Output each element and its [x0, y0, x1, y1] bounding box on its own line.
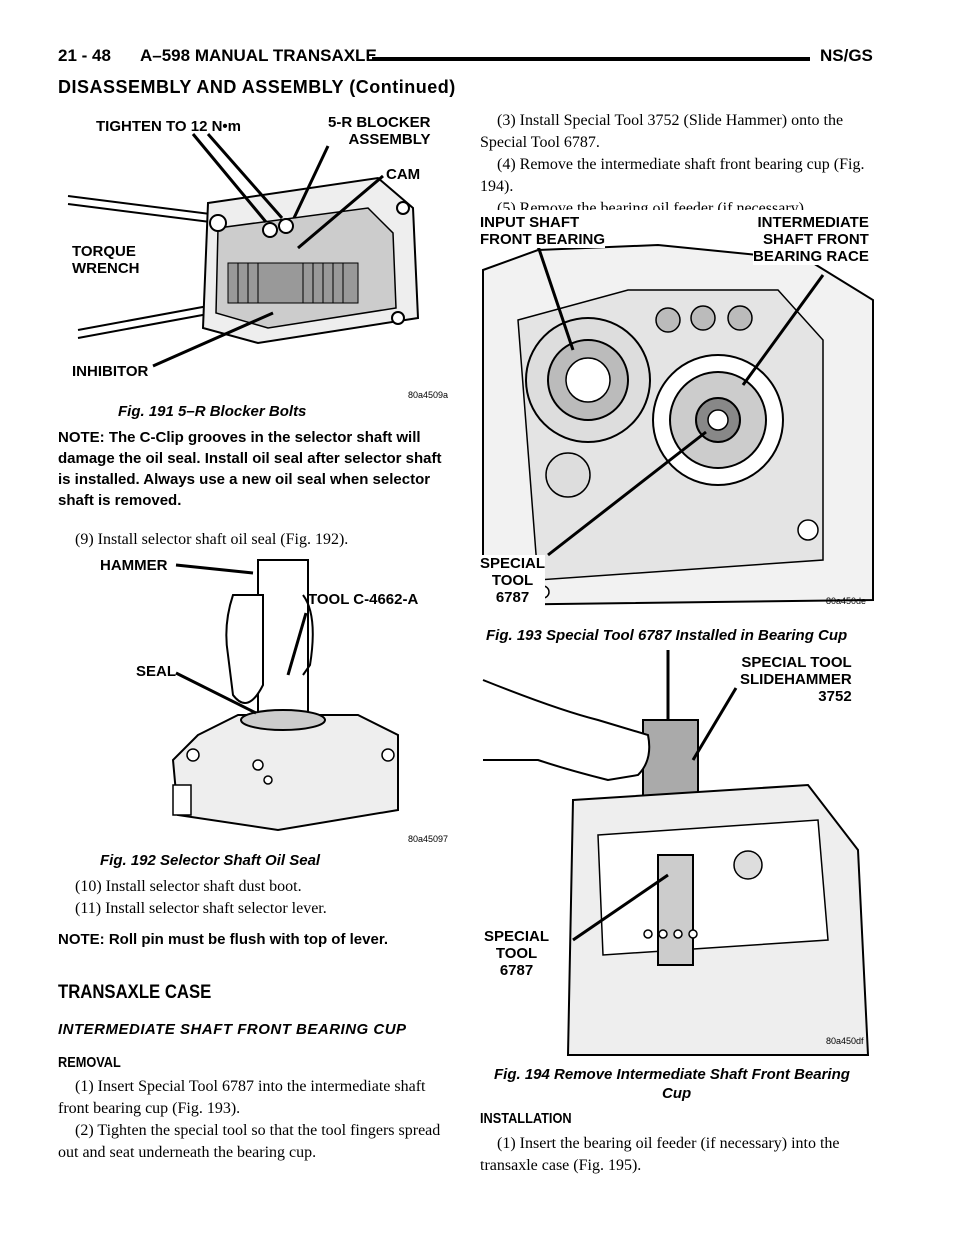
figure-code: 80a4509a [408, 390, 449, 400]
label-input-shaft-bearing: INPUT SHAFT FRONT BEARING [480, 214, 605, 248]
running-title: A–598 MANUAL TRANSAXLE [140, 46, 377, 65]
figure-code: 80a450df [826, 1036, 864, 1046]
figure-code: 80a450de [826, 596, 867, 606]
figure-code: 80a45097 [408, 834, 449, 844]
label-hammer: HAMMER [100, 557, 168, 574]
removal-step-1: (1) Insert Special Tool 6787 into the in… [58, 1078, 426, 1117]
figure-192: HAMMER TOOL C-4662-A SEAL 80a45097 [58, 555, 450, 844]
figure-194-caption-line-1: Fig. 194 Remove Intermediate Shaft Front… [494, 1066, 850, 1083]
section-title: TRANSAXLE CASE [58, 982, 212, 1003]
label-special-tool-6787: SPECIAL TOOL 6787 [480, 555, 546, 606]
removal-heading: REMOVAL [58, 1054, 121, 1071]
label-inhibitor: INHIBITOR [72, 363, 149, 380]
figure-191-caption: Fig. 191 5–R Blocker Bolts [118, 403, 307, 420]
blocker-bolts-illustration [67, 133, 420, 368]
figure-193-caption: Fig. 193 Special Tool 6787 Installed in … [486, 627, 848, 644]
bearing-cup-illustration [482, 243, 874, 607]
installation-heading: INSTALLATION [480, 1110, 572, 1127]
continued-heading: DISASSEMBLY AND ASSEMBLY (Continued) [58, 77, 456, 97]
step-10: (10) Install selector shaft dust boot. [75, 878, 302, 895]
label-torque-wrench: TORQUE WRENCH [72, 243, 140, 277]
label-slide-hammer-3752: SPECIAL TOOL SLIDEHAMMER 3752 [740, 654, 852, 705]
figure-191: TIGHTEN TO 12 N•m 5-R BLOCKER ASSEMBLY C… [58, 108, 450, 400]
model-code: NS/GS [820, 46, 873, 65]
label-seal: SEAL [136, 663, 177, 680]
removal-step-2: (2) Tighten the special tool so that the… [58, 1122, 441, 1161]
step-11: (11) Install selector shaft selector lev… [75, 900, 327, 917]
header-rule [372, 57, 810, 61]
note-c-clip: NOTE: The C-Clip grooves in the selector… [58, 429, 442, 509]
label-tighten: TIGHTEN TO 12 N•m [96, 118, 241, 135]
figure-193: INPUT SHAFT FRONT BEARING INTERMEDIATE S… [478, 210, 880, 618]
label-tool-c4662a: TOOL C-4662-A [308, 591, 419, 608]
figure-192-caption: Fig. 192 Selector Shaft Oil Seal [100, 852, 321, 869]
figure-194-caption-line-2: Cup [662, 1085, 692, 1102]
label-cam: CAM [386, 166, 421, 183]
label-blocker-assembly: 5-R BLOCKER ASSEMBLY [328, 114, 431, 148]
removal-step-4: (4) Remove the intermediate shaft front … [480, 156, 865, 195]
note-roll-pin: NOTE: Roll pin must be flush with top of… [58, 931, 389, 948]
figure-194: SPECIAL TOOL SLIDEHAMMER 3752 SPECIAL TO… [478, 650, 880, 1060]
install-step-1: (1) Insert the bearing oil feeder (if ne… [480, 1135, 840, 1174]
label-special-tool-6787: SPECIAL TOOL 6787 [484, 928, 550, 979]
label-intermediate-race: INTERMEDIATE SHAFT FRONT BEARING RACE [753, 214, 869, 265]
step-9: (9) Install selector shaft oil seal (Fig… [75, 531, 349, 548]
removal-step-3: (3) Install Special Tool 3752 (Slide Ham… [480, 112, 844, 151]
oil-seal-illustration [171, 559, 399, 832]
subsection-title: INTERMEDIATE SHAFT FRONT BEARING CUP [58, 1021, 407, 1038]
page-number: 21 - 48 [58, 46, 111, 65]
slide-hammer-illustration [482, 650, 870, 1056]
